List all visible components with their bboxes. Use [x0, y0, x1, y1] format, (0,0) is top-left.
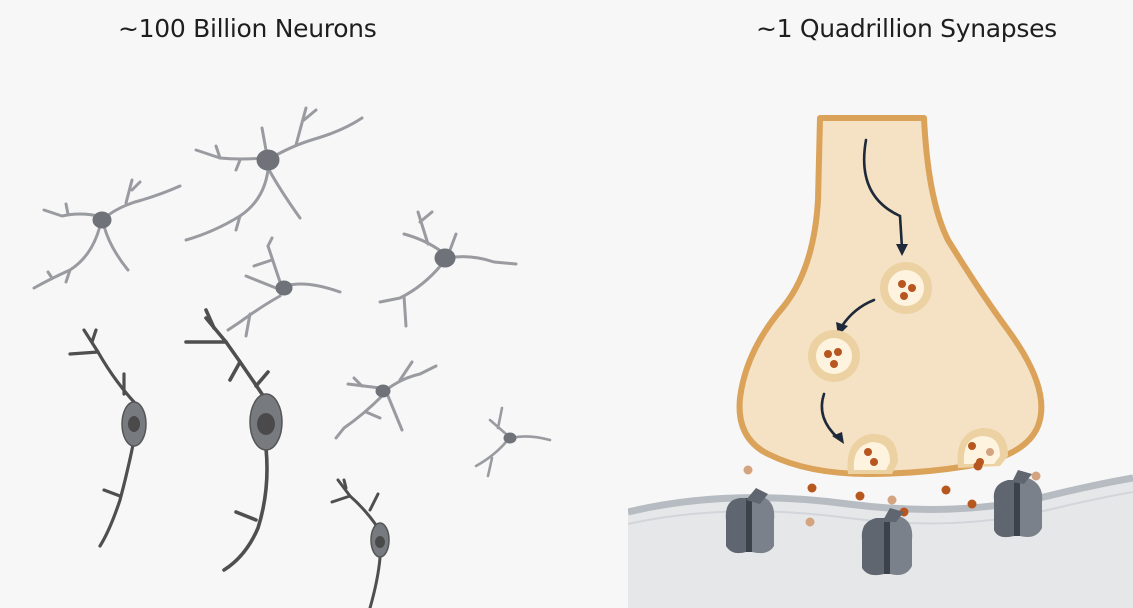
- neuron-light: [380, 212, 516, 326]
- vesicle: [808, 330, 860, 382]
- neurons-panel: ~100 Billion Neurons: [0, 0, 628, 608]
- neuron-light: [228, 238, 340, 336]
- neuron-dark: [332, 480, 389, 608]
- neuron-light: [476, 408, 550, 476]
- vesicle: [880, 262, 932, 314]
- neuron-dark: [70, 330, 146, 546]
- neuron-light: [336, 362, 436, 438]
- neurons-illustration: [0, 0, 628, 608]
- neuron-dark: [186, 310, 282, 570]
- neuron-light: [186, 108, 362, 240]
- synapses-panel: ~1 Quadrillion Synapses: [628, 0, 1133, 608]
- synapse-illustration: [628, 0, 1133, 608]
- neuron-light: [34, 180, 180, 288]
